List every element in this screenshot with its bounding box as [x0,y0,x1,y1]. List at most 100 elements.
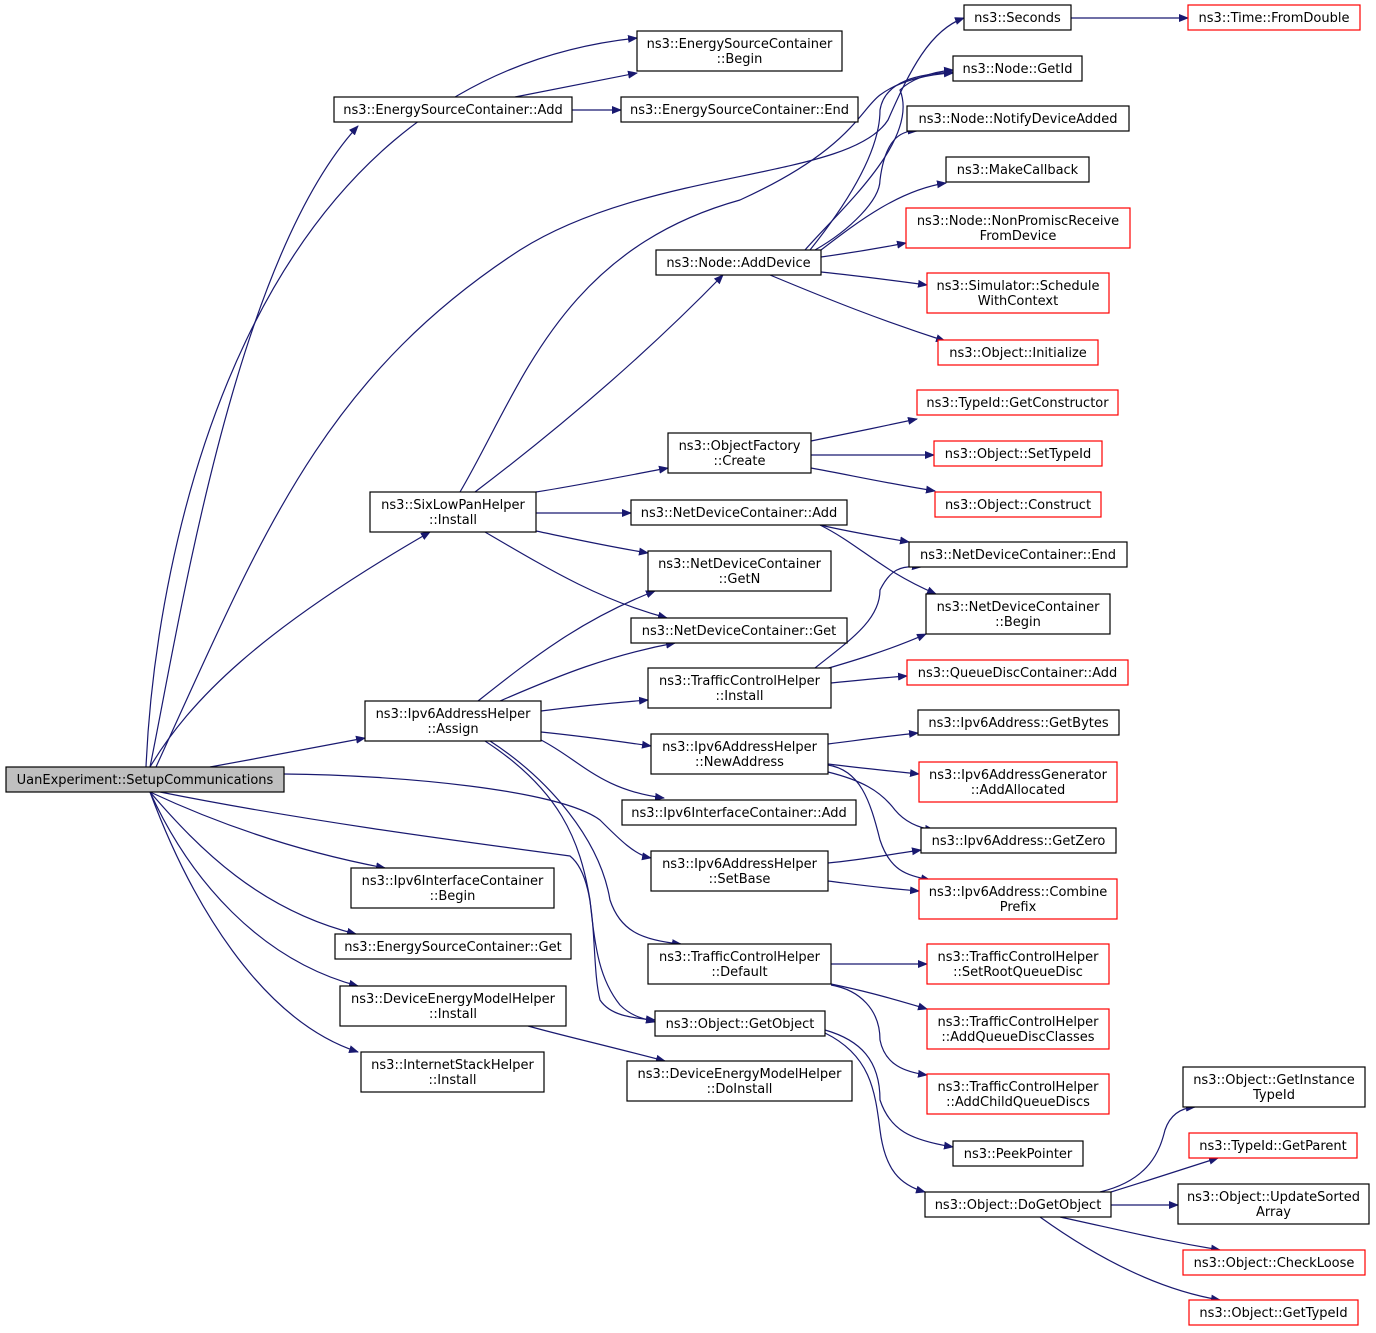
node-label: ns3::EnergySourceContainer::Add [343,103,562,118]
node-ipv6ag-addallocated[interactable]: ns3::Ipv6AddressGenerator::AddAllocated [918,761,1118,803]
node-tch-addqdclasses[interactable]: ns3::TrafficControlHelper::AddQueueDiscC… [926,1008,1110,1050]
node-ipv6ah-newaddress[interactable]: ns3::Ipv6AddressHelper::NewAddress [650,733,829,775]
node-label: ::NewAddress [695,755,784,770]
node-ipv6ic-add[interactable]: ns3::Ipv6InterfaceContainer::Add [621,799,857,826]
node-box [654,1010,826,1037]
node-label: FromDevice [980,229,1057,244]
call-edge [484,740,656,1024]
node-node-getid[interactable]: ns3::Node::GetId [952,55,1083,82]
call-edge [489,740,682,948]
node-ipv6ah-assign[interactable]: ns3::Ipv6AddressHelper::Assign [364,700,542,742]
node-label: UanExperiment::SetupCommunications [17,773,274,788]
node-box [934,491,1102,518]
node-sixlowpan-install[interactable]: ns3::SixLowPanHelper::Install [369,491,537,533]
node-obj-checkloose[interactable]: ns3::Object::CheckLoose [1182,1249,1366,1276]
node-label: ::Assign [427,722,478,737]
node-objfactory-create[interactable]: ns3::ObjectFactory::Create [667,432,812,474]
node-peekpointer[interactable]: ns3::PeekPointer [952,1140,1084,1167]
node-tch-install[interactable]: ns3::TrafficControlHelper::Install [647,667,832,709]
node-label: ns3::Object::SetTypeId [945,447,1091,462]
node-label: ns3::Ipv6InterfaceContainer [362,874,544,889]
node-ndc-getn[interactable]: ns3::NetDeviceContainer::GetN [647,550,832,592]
call-edge [827,764,931,883]
call-edge [149,791,359,1054]
node-box [926,1073,1110,1115]
node-obj-initialize[interactable]: ns3::Object::Initialize [937,339,1099,366]
node-box [963,4,1072,31]
node-time-fromdouble[interactable]: ns3::Time::FromDouble [1187,4,1361,31]
node-label: ns3::InternetStackHelper [371,1058,534,1073]
node-label: ns3::Node::AddDevice [666,256,810,271]
node-node-notify[interactable]: ns3::Node::NotifyDeviceAdded [906,105,1130,132]
node-ndc-add[interactable]: ns3::NetDeviceContainer::Add [630,499,848,526]
call-edge [810,467,936,494]
call-edge [819,524,910,545]
node-esc-add[interactable]: ns3::EnergySourceContainer::Add [333,96,573,123]
node-box [937,339,1099,366]
node-label: ns3::TypeId::GetConstructor [926,396,1109,411]
node-obj-getobject[interactable]: ns3::Object::GetObject [654,1010,826,1037]
node-makecallback[interactable]: ns3::MakeCallback [945,156,1090,183]
node-qdc-add[interactable]: ns3::QueueDiscContainer::Add [906,659,1129,686]
node-ndc-begin[interactable]: ns3::NetDeviceContainer::Begin [925,593,1111,635]
node-ndc-get[interactable]: ns3::NetDeviceContainer::Get [630,617,848,644]
node-box [667,432,812,474]
call-edge [159,791,656,1024]
call-edge [540,739,665,801]
node-box [350,867,555,909]
node-box [906,105,1130,132]
node-typeid-getconstructor[interactable]: ns3::TypeId::GetConstructor [916,389,1119,416]
node-tch-default[interactable]: ns3::TrafficControlHelper::Default [647,943,832,985]
call-edge [514,70,638,98]
node-ish-install[interactable]: ns3::InternetStackHelper::Install [360,1051,545,1093]
node-label: ns3::Object::UpdateSorted [1187,1190,1360,1205]
node-label: ns3::TrafficControlHelper [659,674,821,689]
node-esc-get[interactable]: ns3::EnergySourceContainer::Get [334,933,572,960]
node-label: ns3::QueueDiscContainer::Add [918,666,1118,681]
node-box [333,96,573,123]
node-ipv6ic-begin[interactable]: ns3::Ipv6InterfaceContainer::Begin [350,867,555,909]
node-node-adddevice[interactable]: ns3::Node::AddDevice [655,249,822,276]
node-box [905,207,1131,249]
node-box [906,659,1129,686]
node-obj-construct[interactable]: ns3::Object::Construct [934,491,1102,518]
node-tch-addchild[interactable]: ns3::TrafficControlHelper::AddChildQueue… [926,1073,1110,1115]
call-edge [809,68,954,251]
call-edge [535,465,669,493]
node-esc-end[interactable]: ns3::EnergySourceContainer::End [620,96,859,123]
call-edge [827,847,922,864]
node-ipv6ah-setbase[interactable]: ns3::Ipv6AddressHelper::SetBase [650,850,829,892]
node-demh-doinstall[interactable]: ns3::DeviceEnergyModelHelper::DoInstall [626,1060,853,1102]
node-esc-begin[interactable]: ns3::EnergySourceContainer::Begin [636,30,843,72]
node-seconds[interactable]: ns3::Seconds [963,4,1072,31]
node-box [917,709,1120,736]
node-tch-setroot[interactable]: ns3::TrafficControlHelper::SetRootQueueD… [926,943,1110,985]
node-label: ns3::TrafficControlHelper [659,950,821,965]
node-obj-settypeid[interactable]: ns3::Object::SetTypeId [933,440,1103,467]
node-obj-gettypeid[interactable]: ns3::Object::GetTypeId [1188,1299,1359,1326]
node-demh-install[interactable]: ns3::DeviceEnergyModelHelper::Install [339,985,567,1027]
node-label: ns3::ObjectFactory [679,439,801,454]
call-edge [827,763,920,778]
node-box [920,827,1117,854]
node-label: ns3::Ipv6AddressHelper [376,707,532,722]
node-typeid-getparent[interactable]: ns3::TypeId::GetParent [1188,1132,1358,1159]
call-edge [535,530,649,556]
node-label: ::AddAllocated [971,783,1065,798]
node-box [630,617,848,644]
node-box [621,799,857,826]
node-box [916,389,1119,416]
node-ipv6addr-getzero[interactable]: ns3::Ipv6Address::GetZero [920,827,1117,854]
node-ndc-end[interactable]: ns3::NetDeviceContainer::End [908,541,1128,568]
node-box [1177,1183,1370,1225]
node-obj-dogetobject[interactable]: ns3::Object::DoGetObject [924,1191,1112,1218]
call-edge [155,17,965,768]
node-ipv6addr-getbytes[interactable]: ns3::Ipv6Address::GetBytes [917,709,1120,736]
call-edge [1099,1103,1196,1193]
call-edge [149,791,386,871]
